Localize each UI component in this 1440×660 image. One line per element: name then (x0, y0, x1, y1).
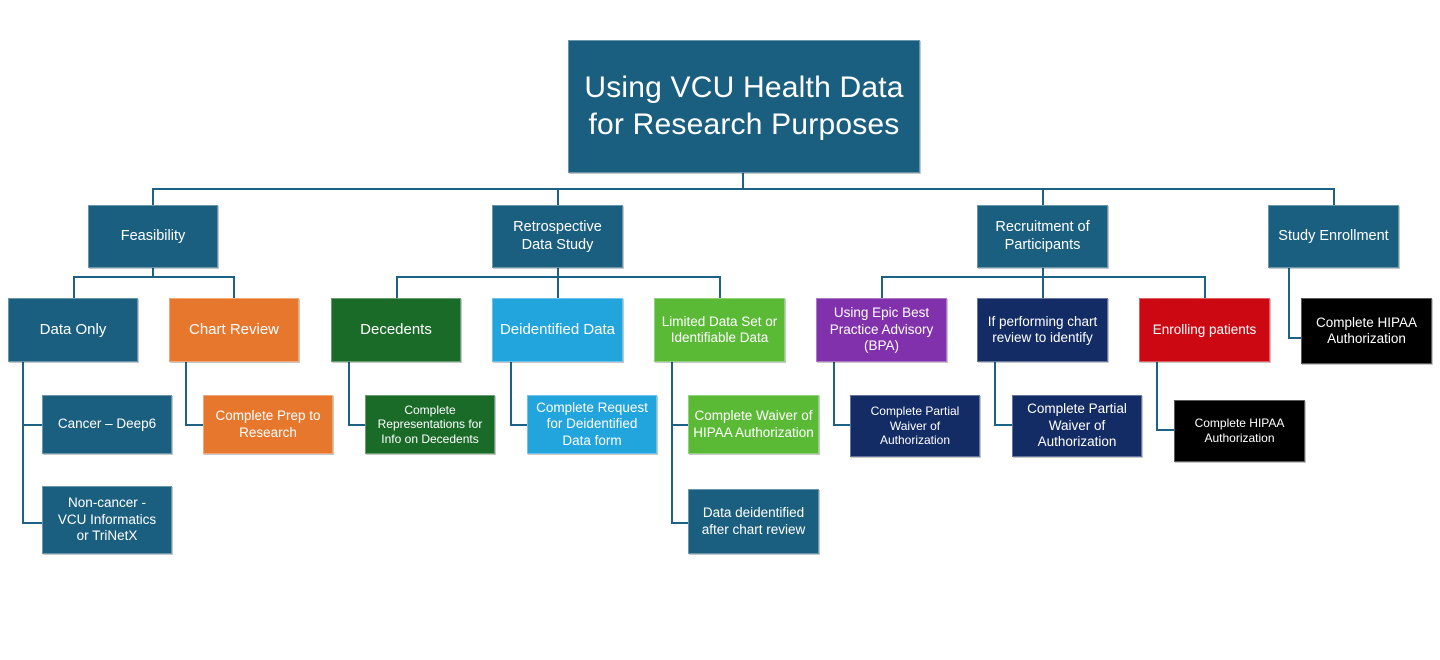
connector-data-only-to-cancer (22, 424, 42, 426)
connector-recruitment-stem (1042, 267, 1044, 277)
connector-drop-enrollment (1333, 188, 1335, 206)
connector-retrospective-to-decedents (396, 276, 398, 298)
node-decedents[interactable]: Decedents (331, 298, 461, 362)
connector-chart-identify-spine (994, 362, 996, 426)
node-complete-request-for-deidentified-data-form[interactable]: Complete Request for Deidentified Data f… (527, 395, 657, 454)
node-non-cancer-vcu-informatics-or-trinetx[interactable]: Non-cancer - VCU Informatics or TriNetX (42, 486, 172, 554)
connector-decedents-to-representations (348, 424, 365, 426)
connector-decedents-spine (348, 362, 350, 426)
connector-drop-feasibility (152, 188, 154, 206)
connector-feasibility-bus (73, 276, 234, 278)
node-complete-hipaa-authorization-enrollment[interactable]: Complete HIPAA Authorization (1301, 298, 1432, 364)
node-using-epic-best-practice-advisory[interactable]: Using Epic Best Practice Advisory (BPA) (816, 298, 947, 362)
node-if-performing-chart-review-to-identify[interactable]: If performing chart review to identify (977, 298, 1108, 362)
connector-deidentified-spine (510, 362, 512, 426)
node-data-deidentified-after-chart-review[interactable]: Data deidentified after chart review (688, 489, 819, 554)
node-enrolling-patients[interactable]: Enrolling patients (1139, 298, 1270, 362)
connector-enrollment-vertical (1288, 267, 1290, 338)
node-study-enrollment[interactable]: Study Enrollment (1268, 205, 1399, 268)
connector-root-stem (742, 172, 744, 189)
node-complete-representations-for-info-on-decedents[interactable]: Complete Representations for Info on Dec… (365, 395, 495, 454)
node-recruitment-of-participants[interactable]: Recruitment of Participants (977, 205, 1108, 268)
connector-recruitment-to-chart-review-identify (1042, 276, 1044, 298)
connector-enrollment-elbow (1288, 337, 1302, 339)
node-complete-hipaa-authorization-enrolling[interactable]: Complete HIPAA Authorization (1174, 400, 1305, 462)
node-feasibility[interactable]: Feasibility (88, 205, 218, 268)
connector-retrospective-to-limited (719, 276, 721, 298)
node-deidentified-data[interactable]: Deidentified Data (492, 298, 623, 362)
connector-feasibility-to-data-only (73, 276, 75, 298)
connector-drop-retrospective (557, 188, 559, 206)
node-chart-review[interactable]: Chart Review (169, 298, 299, 362)
connector-root-bus (152, 188, 1334, 190)
connector-bpa-to-partial-waiver (833, 424, 850, 426)
connector-chart-identify-to-partial-waiver (994, 424, 1012, 426)
connector-bpa-spine (833, 362, 835, 426)
node-root-title[interactable]: Using VCU Health Data for Research Purpo… (568, 40, 920, 173)
connector-chart-review-to-prep (185, 424, 203, 426)
connector-limited-spine (671, 362, 673, 524)
connector-feasibility-stem (152, 267, 154, 277)
connector-data-only-to-non-cancer (22, 522, 42, 524)
connector-deidentified-to-request (510, 424, 527, 426)
connector-data-only-spine (22, 362, 24, 524)
node-retrospective-data-study[interactable]: Retrospective Data Study (492, 205, 623, 268)
node-complete-prep-to-research[interactable]: Complete Prep to Research (203, 395, 333, 454)
connector-retrospective-to-deidentified (557, 276, 559, 298)
connector-limited-to-data-deidentified (671, 522, 688, 524)
connector-chart-review-spine (185, 362, 187, 426)
node-complete-partial-waiver-of-authorization-bpa[interactable]: Complete Partial Waiver of Authorization (850, 395, 980, 457)
connector-recruitment-to-enrolling (1204, 276, 1206, 298)
node-complete-waiver-of-hipaa-authorization[interactable]: Complete Waiver of HIPAA Authorization (688, 395, 819, 454)
connector-recruitment-to-bpa (881, 276, 883, 298)
connector-enrolling-to-hipaa (1156, 429, 1174, 431)
node-data-only[interactable]: Data Only (8, 298, 138, 362)
node-cancer-deep6[interactable]: Cancer – Deep6 (42, 395, 172, 454)
connector-retrospective-stem (557, 267, 559, 277)
node-complete-partial-waiver-of-authorization-chart[interactable]: Complete Partial Waiver of Authorization (1012, 395, 1142, 457)
connector-drop-recruitment (1042, 188, 1044, 206)
connector-enrolling-spine (1156, 362, 1158, 430)
connector-limited-to-waiver (671, 424, 688, 426)
connector-feasibility-to-chart-review (233, 276, 235, 298)
node-limited-data-set-or-identifiable-data[interactable]: Limited Data Set or Identifiable Data (654, 298, 785, 362)
